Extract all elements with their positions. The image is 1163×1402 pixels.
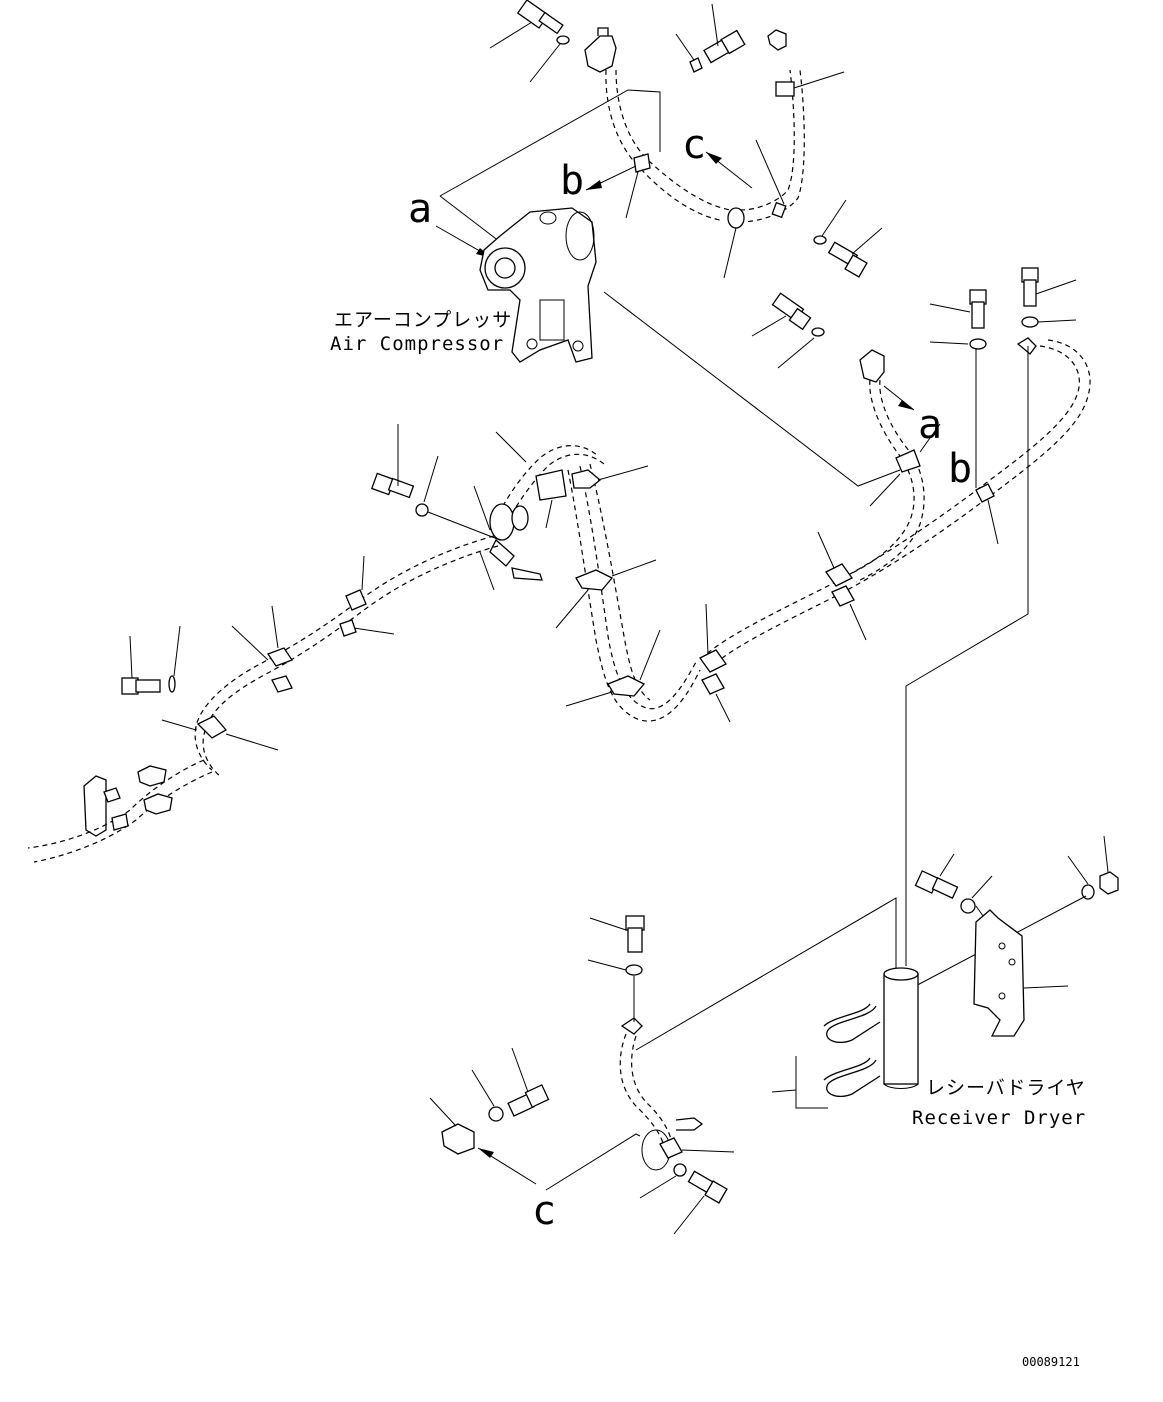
hose-clamp-center-3: [565, 629, 661, 707]
u-bolt-2: [823, 1057, 881, 1098]
hose-clip-right-b: [975, 483, 999, 545]
nut-bottom-right: [1099, 835, 1119, 895]
bolt-top-mid: [703, 3, 746, 64]
hose-connector-left-1: [137, 765, 173, 815]
hose-clip-right-a: [869, 423, 941, 507]
hose-clamp-right-mid-2: [699, 603, 731, 723]
hose-clamp-right-mid-1: [817, 531, 867, 641]
air-compressor: [479, 207, 597, 363]
bolt-right-top-2: [1021, 267, 1077, 328]
bolt-bottom-center-2: [673, 1170, 728, 1235]
hose-clamp-top: [723, 139, 787, 279]
washer-bottom-right-2: [1067, 855, 1095, 900]
u-bolt-1: [823, 1003, 881, 1044]
document-number: 00089121: [1022, 1355, 1080, 1369]
label-air-compressor-jp: エアーコンプレッサ: [334, 309, 512, 331]
bolt-left-1: [121, 635, 161, 695]
ref-a-top: a: [408, 186, 432, 232]
hose-fitting-top: [584, 27, 617, 73]
hose-clamp-left-1: [339, 555, 395, 637]
washer-top-left: [529, 35, 570, 83]
hose-fitting-bottom: [620, 1017, 643, 1035]
ref-c-top: c: [682, 122, 706, 168]
hose-fitting-right-top: [1016, 337, 1037, 355]
bolt-bottom-right-1: [914, 853, 959, 899]
receiver-dryer-bracket: [973, 909, 1069, 1037]
bolt-bottom-center: [587, 915, 645, 976]
washer-bottom-center-2: [639, 1163, 687, 1199]
hose-clip-b: [625, 153, 651, 219]
washer-right-mid-1: [777, 327, 825, 369]
bolt-right-mid-1: [751, 292, 812, 337]
washer-bottom-right-1: [960, 875, 993, 914]
hose-clamp-center-2: [555, 559, 657, 629]
label-air-compressor-en: Air Compressor: [330, 333, 504, 355]
washer-left-1: [168, 625, 181, 693]
hose-clamp-bottom: [641, 1129, 735, 1171]
label-receiver-dryer-en: Receiver Dryer: [912, 1107, 1086, 1129]
hose-connector-left-2: [83, 775, 129, 837]
bolt-top-right: [813, 199, 883, 278]
bolt-right-top-1: [929, 289, 987, 350]
label-receiver-dryer-jp: レシーバドライヤ: [926, 1077, 1086, 1099]
bolt-center-1: [370, 424, 415, 499]
ref-c-bottom: c: [532, 1188, 556, 1234]
hose-fitting-right-mid: [859, 349, 885, 383]
bolt-top-left: [489, 0, 564, 49]
hose-clamp-center-1: [571, 465, 649, 489]
hose-clamp-left-2: [231, 605, 293, 693]
ref-b-top: b: [560, 158, 584, 204]
ref-a-right: a: [918, 402, 942, 448]
hose-clamp-left-3: [196, 715, 279, 751]
washer-bottom-left: [471, 1069, 504, 1122]
washer-top-mid: [675, 33, 703, 73]
bracket-bottom-left: [429, 1097, 475, 1155]
bolt-bottom-left: [507, 1047, 550, 1117]
receiver-dryer: [883, 967, 919, 1089]
hose-coupling-center: [473, 431, 543, 591]
washer-center-1: [415, 455, 439, 517]
ref-b-right: b: [948, 446, 972, 492]
hose-fitting-top-right: [767, 29, 845, 97]
